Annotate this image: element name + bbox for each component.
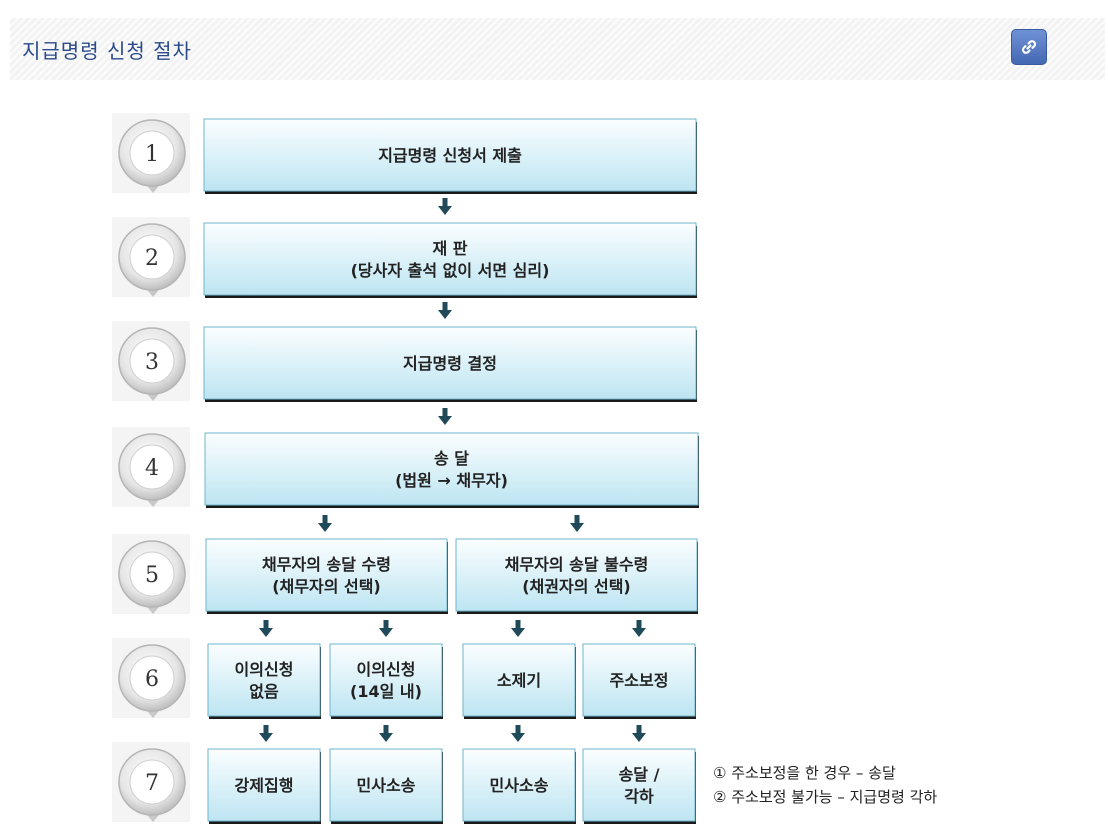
flow-arrow: [379, 725, 393, 742]
step-box-text: 송 달: [434, 449, 469, 468]
step-box-text: 각하: [624, 787, 654, 806]
step-number: 3: [145, 350, 159, 375]
step-box-s7b: 민사소송: [329, 748, 443, 824]
step-box-s7c: 민사소송: [462, 748, 576, 824]
step-box-text: 지급명령 결정: [403, 354, 497, 373]
step-box-text: 민사소송: [490, 776, 549, 795]
flow-arrow: [438, 408, 452, 425]
step-marker-5: 5: [112, 534, 190, 614]
flow-arrow: [259, 620, 273, 637]
step-number: 7: [145, 771, 159, 796]
step-box-s1: 지급명령 신청서 제출: [203, 118, 697, 194]
step-box-text: 채무자의 송달 불수령: [505, 555, 649, 574]
step-box-s5a: 채무자의 송달 수령 (채무자의 선택): [205, 538, 448, 614]
step-box-text: 주소보정: [610, 671, 669, 690]
step-box-text: (법원 → 채무자): [395, 471, 508, 490]
flow-arrow: [259, 725, 273, 742]
step-box-s5b: 채무자의 송달 불수령 (채권자의 선택): [455, 538, 698, 614]
flow-arrow: [438, 302, 452, 319]
step-box-text: 이의신청: [235, 660, 294, 679]
page-title: 지급명령 신청 절차: [22, 39, 192, 63]
flow-arrow: [632, 725, 646, 742]
step-marker-2: 2: [112, 217, 190, 297]
step-box-s7d: 송달 / 각하: [582, 748, 696, 824]
step-box-s6d: 주소보정: [582, 643, 696, 719]
step-box-s7a: 강제집행: [207, 748, 321, 824]
note-address-corrected: ① 주소보정을 한 경우 – 송달: [713, 764, 896, 782]
step-box-s6c: 소제기: [462, 643, 576, 719]
flow-arrow: [379, 620, 393, 637]
step-box-text: 지급명령 신청서 제출: [378, 146, 522, 165]
step-marker-7: 7: [112, 742, 190, 822]
flow-arrow: [511, 620, 525, 637]
step-box-s3: 지급명령 결정: [203, 326, 697, 402]
step-box-text: 재 판: [432, 239, 467, 258]
step-box-text: 채무자의 송달 수령: [262, 555, 391, 574]
step-marker-6: 6: [112, 638, 190, 718]
step-box-text: 이의신청: [357, 660, 416, 679]
page-header: 지급명령 신청 절차: [10, 18, 1105, 80]
flow-arrow: [511, 725, 525, 742]
step-marker-1: 1: [112, 113, 190, 193]
step-box-text: 소제기: [497, 671, 541, 690]
step-box-text: (채무자의 선택): [272, 577, 381, 596]
step-box-s2: 재 판 (당사자 출석 없이 서면 심리): [203, 222, 697, 298]
step-number: 1: [145, 142, 159, 167]
step-marker-4: 4: [112, 427, 190, 507]
step-number: 5: [145, 563, 159, 588]
step-number: 6: [145, 667, 159, 692]
step-number: 2: [145, 246, 159, 271]
step-box-s4: 송 달 (법원 → 채무자): [204, 432, 699, 508]
step-box-text: 송달 /: [619, 765, 660, 784]
step-number: 4: [145, 456, 159, 481]
step-box-text: 없음: [249, 682, 279, 701]
step-box-text: 강제집행: [235, 776, 294, 795]
link-button[interactable]: [1011, 29, 1047, 65]
step-box-text: (채권자의 선택): [522, 577, 631, 596]
note-address-not-possible: ② 주소보정 불가능 – 지급명령 각하: [713, 788, 938, 806]
flow-arrow: [438, 198, 452, 215]
flow-arrow: [570, 515, 584, 532]
link-icon: [1021, 40, 1037, 54]
step-box-s6b: 이의신청 (14일 내): [329, 643, 443, 719]
flow-arrow: [632, 620, 646, 637]
step-box-text: 민사소송: [357, 776, 416, 795]
step-box-text: (14일 내): [350, 682, 422, 701]
step-marker-3: 3: [112, 321, 190, 401]
flow-arrow: [318, 515, 332, 532]
step-box-text: (당사자 출석 없이 서면 심리): [351, 261, 550, 280]
